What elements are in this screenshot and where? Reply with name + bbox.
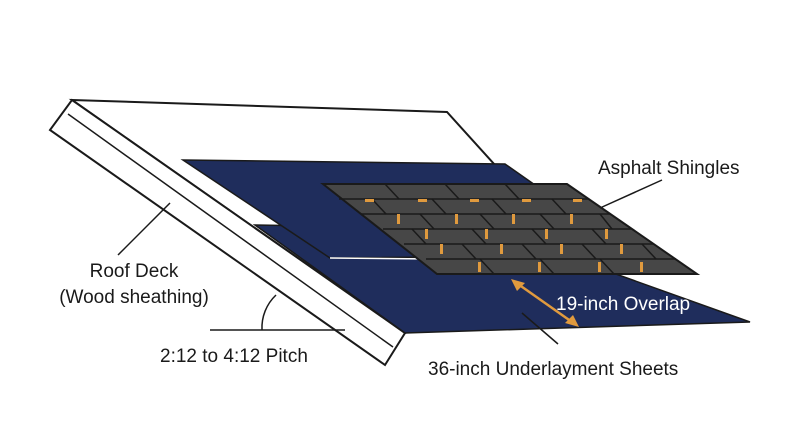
overlap-label: 19-inch Overlap xyxy=(556,294,690,315)
pitch-angle-indicator xyxy=(210,294,345,331)
pitch-label: 2:12 to 4:12 Pitch xyxy=(160,346,308,367)
roof-deck-label-line2: (Wood sheathing) xyxy=(59,287,209,308)
asphalt-shingles-leader xyxy=(599,179,663,209)
roof-deck-edge-groove xyxy=(67,113,394,348)
asphalt-shingles-label: Asphalt Shingles xyxy=(598,158,740,179)
underlayment-leader xyxy=(521,312,559,345)
asphalt-shingle-block xyxy=(320,183,701,275)
roof-deck-label-line1: Roof Deck xyxy=(90,261,179,282)
shingle-nails xyxy=(365,199,643,272)
underlayment-label: 36-inch Underlayment Sheets xyxy=(428,359,678,380)
overlap-arrow xyxy=(511,279,579,327)
roof-deck-leader xyxy=(117,202,171,256)
